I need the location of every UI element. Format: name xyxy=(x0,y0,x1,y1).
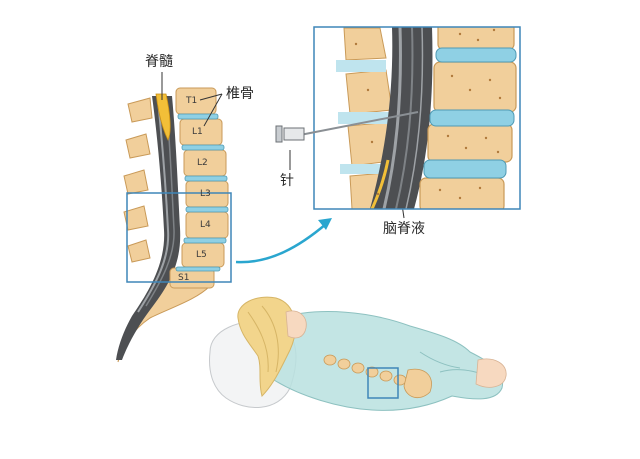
bone-texture xyxy=(354,28,502,200)
zoom-panel xyxy=(275,26,521,210)
patient-figure xyxy=(209,296,507,411)
vertebra-label-t1: T1 xyxy=(186,96,198,106)
spinal-canal xyxy=(116,96,181,360)
patient-highlight-box xyxy=(367,367,399,399)
feet xyxy=(475,358,507,388)
patient-spine xyxy=(323,354,432,399)
face xyxy=(285,310,307,339)
vertebra-label-l3: L3 xyxy=(200,189,211,199)
zoom-arrowhead xyxy=(318,218,332,230)
intervertebral-discs xyxy=(175,113,229,272)
vertebra-label-l4: L4 xyxy=(200,220,211,230)
label-csf: 脑脊液 xyxy=(383,221,425,237)
label-spinal-cord: 脊髓 xyxy=(145,54,173,70)
needle-graphic xyxy=(275,111,419,143)
highlight-box xyxy=(126,192,232,283)
hair xyxy=(237,296,296,397)
spinal-cord xyxy=(155,93,171,141)
label-vertebra: 椎骨 xyxy=(226,86,254,102)
spinous-processes xyxy=(123,97,153,263)
vertebra-label-s1: S1 xyxy=(178,273,190,283)
patient-body xyxy=(261,311,504,411)
label-needle: 针 xyxy=(280,173,294,189)
zoom-frame xyxy=(313,26,521,210)
zoom-arrow xyxy=(235,223,327,264)
vertebra-label-l5: L5 xyxy=(196,250,207,260)
sagittal-spine xyxy=(116,87,232,363)
vertebra-label-l1: L1 xyxy=(192,127,203,137)
vertebra-label-l2: L2 xyxy=(197,158,208,168)
